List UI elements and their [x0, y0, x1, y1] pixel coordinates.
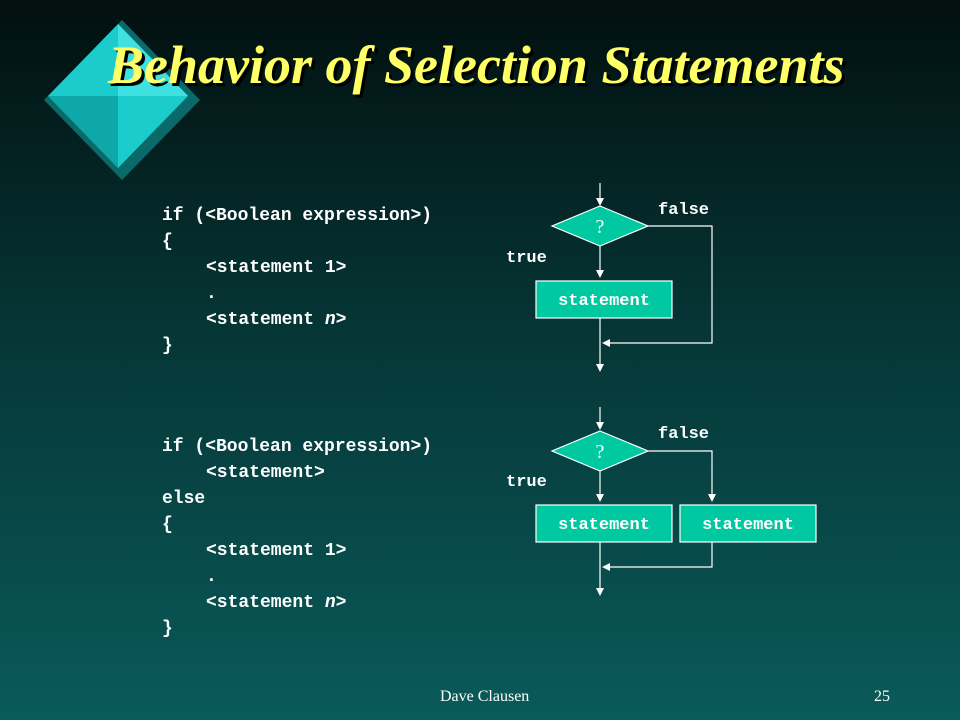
false-statement-box [679, 504, 817, 543]
code-line: { [162, 515, 173, 535]
slide-title: Behavior of Selection Statements [108, 35, 845, 95]
condition-label: ? [596, 216, 605, 238]
code-line: if (<Boolean expression>) [162, 206, 433, 226]
code-line: . [206, 284, 217, 304]
if-else-code-block: if (<Boolean expression>) <statement> el… [162, 434, 432, 642]
merge-path [602, 542, 713, 571]
statement-label: statement [558, 292, 650, 311]
code-line: . [206, 567, 217, 587]
code-line: else [162, 489, 206, 509]
condition-label: ? [596, 441, 605, 463]
diamond-logo [44, 20, 200, 180]
true-label: true [506, 249, 547, 268]
true-label: true [506, 473, 547, 492]
code-line: <statement 1> [206, 258, 347, 278]
code-line: <statement n> [162, 307, 432, 333]
code-line: } [162, 619, 173, 639]
code-line: <statement n> [162, 590, 432, 616]
false-label: false [658, 425, 709, 444]
true-statement-box [535, 504, 673, 543]
true-statement-label: statement [558, 516, 650, 535]
code-line: { [162, 232, 173, 252]
code-line: <statement 1> [206, 541, 347, 561]
code-line: <statement> [206, 463, 325, 483]
code-text: <statement [206, 310, 325, 330]
code-variable: n [324, 593, 336, 613]
code-line: } [162, 336, 173, 356]
footer-author: Dave Clausen [440, 688, 530, 705]
code-text: > [335, 310, 347, 330]
false-arrow [648, 450, 716, 502]
if-else-flowchart [535, 407, 817, 596]
false-statement-label: statement [702, 516, 794, 535]
false-label: false [658, 201, 709, 220]
code-line: if (<Boolean expression>) [162, 437, 433, 457]
code-text: > [335, 593, 347, 613]
if-flowchart [535, 183, 713, 372]
statement-box [535, 280, 673, 319]
false-path [602, 225, 713, 347]
if-code-block: if (<Boolean expression>) { <statement 1… [162, 203, 432, 359]
page-number: 25 [874, 688, 890, 705]
code-variable: n [324, 310, 336, 330]
code-text: <statement [206, 593, 325, 613]
